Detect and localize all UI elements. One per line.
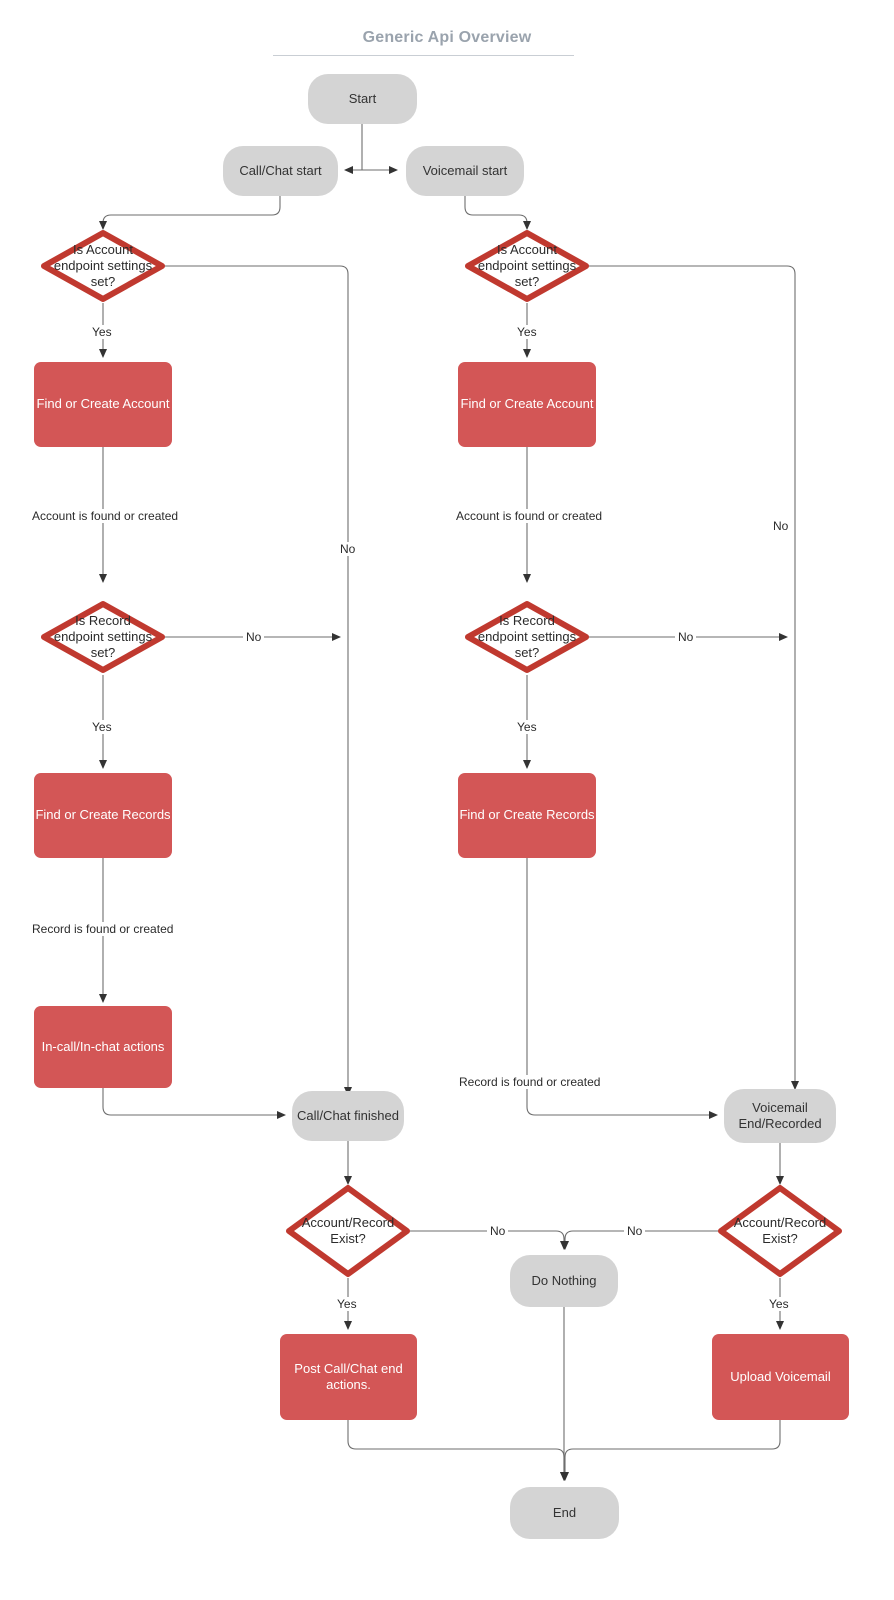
edge-label-no-account-left: No — [337, 542, 359, 556]
node-find-or-create-records-left-label: Find or Create Records — [35, 807, 171, 823]
node-in-call-in-chat-actions[interactable]: In-call/In-chat actions — [34, 1006, 172, 1088]
node-is-record-endpoint-left-label: Is Record endpoint settings set? — [53, 612, 153, 661]
node-account-record-exist-right[interactable]: Account/Record Exist? — [717, 1184, 843, 1278]
node-voicemail-start[interactable]: Voicemail start — [406, 146, 524, 196]
edge-label-record-found-right: Record is found or created — [456, 1075, 604, 1089]
node-is-record-endpoint-right[interactable]: Is Record endpoint settings set? — [464, 600, 590, 674]
node-start-label: Start — [348, 90, 377, 106]
edge-label-yes-exist-left: Yes — [334, 1297, 360, 1311]
node-voicemail-start-label: Voicemail start — [422, 162, 508, 178]
node-call-chat-start-label: Call/Chat start — [239, 162, 322, 178]
node-end-label: End — [552, 1504, 577, 1520]
edge-postcall-end — [347, 1420, 568, 1481]
node-is-record-endpoint-right-label: Is Record endpoint settings set? — [477, 612, 577, 661]
edge-acctleft-no — [157, 265, 352, 1096]
node-find-or-create-account-right[interactable]: Find or Create Account — [458, 362, 596, 447]
node-is-account-endpoint-left-label: Is Account endpoint settings set? — [53, 241, 153, 290]
node-do-nothing[interactable]: Do Nothing — [510, 1255, 618, 1307]
node-call-chat-finished[interactable]: Call/Chat finished — [292, 1091, 404, 1141]
node-start[interactable]: Start — [308, 74, 417, 124]
edge-label-yes-account-left: Yes — [89, 325, 115, 339]
node-do-nothing-label: Do Nothing — [531, 1272, 597, 1288]
node-upload-voicemail-label: Upload Voicemail — [730, 1368, 831, 1384]
diamond-shape-icon — [465, 230, 589, 302]
edge-existright-donothing — [561, 1230, 726, 1250]
edge-label-account-found-left: Account is found or created — [29, 509, 182, 523]
edge-label-yes-account-right: Yes — [514, 325, 540, 339]
edge-label-no-record-left: No — [243, 630, 265, 644]
node-call-chat-start[interactable]: Call/Chat start — [223, 146, 338, 196]
node-is-account-endpoint-left[interactable]: Is Account endpoint settings set? — [40, 229, 166, 303]
node-find-or-create-account-left[interactable]: Find or Create Account — [34, 362, 172, 447]
edge-label-no-account-right: No — [770, 519, 792, 533]
edge-label-no-record-right: No — [675, 630, 697, 644]
diamond-shape-icon — [41, 230, 165, 302]
edge-label-yes-exist-right: Yes — [766, 1297, 792, 1311]
node-call-chat-finished-label: Call/Chat finished — [297, 1107, 399, 1123]
edge-voicemail-acctright — [464, 196, 531, 230]
edge-label-no-exist-right: No — [624, 1224, 646, 1238]
node-upload-voicemail[interactable]: Upload Voicemail — [712, 1334, 849, 1420]
edge-label-account-found-right: Account is found or created — [453, 509, 606, 523]
edge-callchat-acctleft — [99, 196, 281, 230]
node-account-record-exist-right-label: Account/Record Exist? — [733, 1214, 827, 1246]
edge-label-yes-record-right: Yes — [514, 720, 540, 734]
node-is-record-endpoint-left[interactable]: Is Record endpoint settings set? — [40, 600, 166, 674]
page-title: Generic Api Overview — [362, 29, 532, 46]
node-account-record-exist-left[interactable]: Account/Record Exist? — [285, 1184, 411, 1278]
node-in-call-in-chat-actions-label: In-call/In-chat actions — [41, 1038, 165, 1054]
node-find-or-create-records-right-label: Find or Create Records — [459, 807, 595, 823]
edge-label-no-exist-left: No — [487, 1224, 509, 1238]
edge-acctright-no — [581, 265, 799, 1090]
node-is-account-endpoint-right[interactable]: Is Account endpoint settings set? — [464, 229, 590, 303]
edge-label-record-found-left: Record is found or created — [29, 922, 177, 936]
diamond-shape-icon — [286, 1185, 410, 1277]
edge-upload-end — [561, 1420, 781, 1481]
node-find-or-create-account-left-label: Find or Create Account — [36, 396, 170, 412]
node-find-or-create-account-right-label: Find or Create Account — [460, 396, 594, 412]
node-is-account-endpoint-right-label: Is Account endpoint settings set? — [477, 241, 577, 290]
node-end[interactable]: End — [510, 1487, 619, 1539]
node-post-call-chat-end-actions[interactable]: Post Call/Chat end actions. — [280, 1334, 417, 1420]
edge-incall-finished — [102, 1088, 286, 1119]
edge-existleft-donothing — [402, 1230, 568, 1250]
edge-label-yes-record-left: Yes — [89, 720, 115, 734]
node-account-record-exist-left-label: Account/Record Exist? — [301, 1214, 395, 1246]
node-post-call-chat-end-actions-label: Post Call/Chat end actions. — [294, 1360, 403, 1392]
diamond-shape-icon — [41, 601, 165, 673]
diamond-shape-icon — [465, 601, 589, 673]
title-divider — [273, 55, 574, 56]
node-find-or-create-records-right[interactable]: Find or Create Records — [458, 773, 596, 858]
node-voicemail-end-recorded-label: Voicemail End/Recorded — [738, 1099, 822, 1131]
node-voicemail-end-recorded[interactable]: Voicemail End/Recorded — [724, 1089, 836, 1143]
node-find-or-create-records-left[interactable]: Find or Create Records — [34, 773, 172, 858]
diamond-shape-icon — [718, 1185, 842, 1277]
